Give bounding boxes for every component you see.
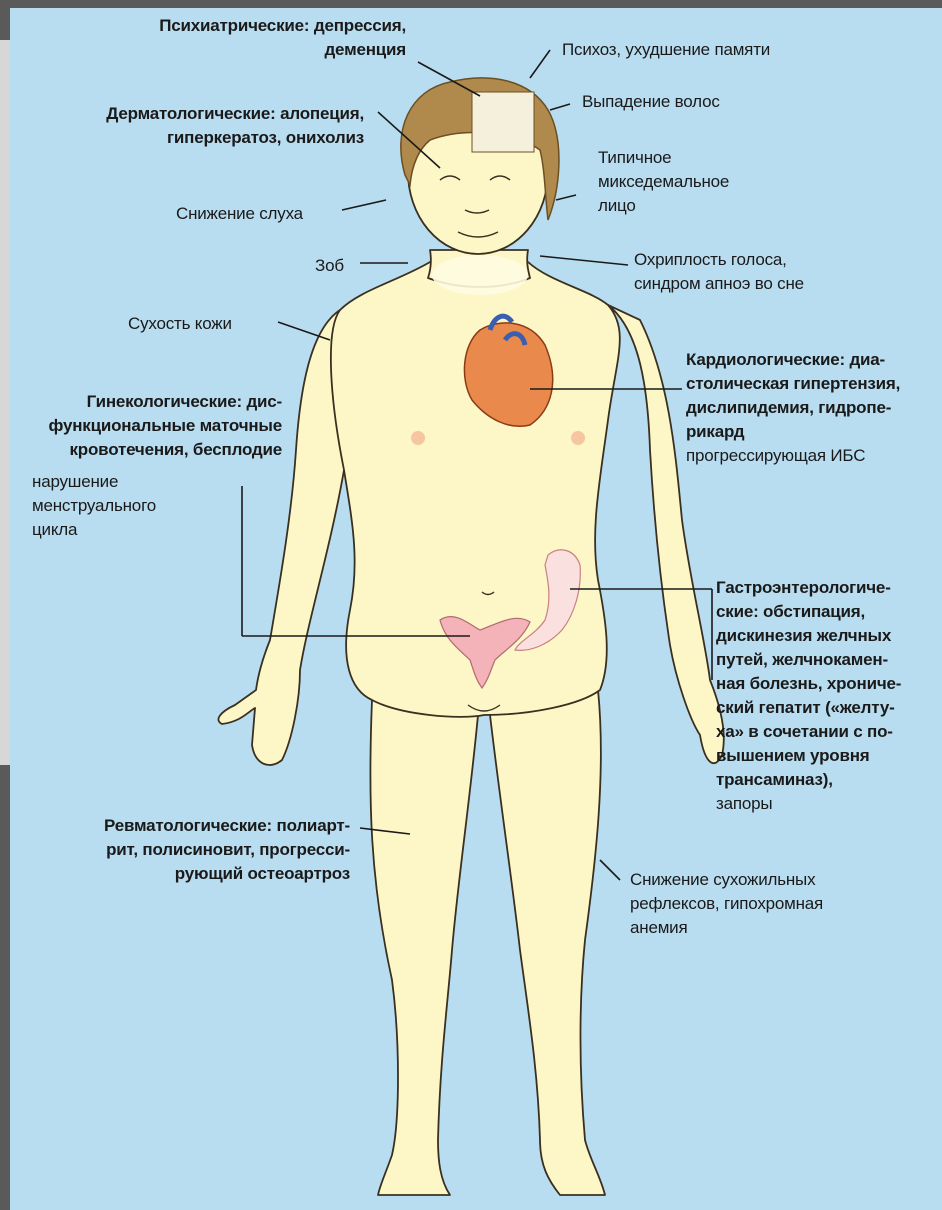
label-dry-skin: Сухость кожи xyxy=(128,312,232,336)
goiter-swelling xyxy=(432,255,528,295)
label-line: анемия xyxy=(630,916,823,940)
label-dermatological: Дерматологические: алопеция, гиперкерато… xyxy=(34,102,364,150)
label-line: нарушение xyxy=(32,470,156,494)
label-line: лицо xyxy=(598,194,729,218)
left-leg xyxy=(370,700,478,1195)
label-line: запоры xyxy=(716,792,901,816)
label-line: ский гепатит («желту- xyxy=(716,696,901,720)
label-line: дислипидемия, гидропе- xyxy=(686,396,900,420)
label-line: Ревматологические: полиарт- xyxy=(30,814,350,838)
label-line: столическая гипертензия, xyxy=(686,372,900,396)
label-line: Психиатрические: депрессия, xyxy=(96,14,406,38)
label-reflexes: Снижение сухожильных рефлексов, гипохром… xyxy=(630,868,823,940)
label-line: путей, желчнокамен- xyxy=(716,648,901,672)
label-goiter: Зоб xyxy=(315,254,344,278)
label-line: Кардиологические: диа- xyxy=(686,348,900,372)
label-line: дискинезия желчных xyxy=(716,624,901,648)
nipple-left xyxy=(411,431,425,445)
label-rheumatological: Ревматологические: полиарт- рит, полисин… xyxy=(30,814,350,886)
nipple-right xyxy=(571,431,585,445)
label-line: Гинекологические: дис- xyxy=(10,390,282,414)
label-psychiatric: Психиатрические: депрессия, деменция xyxy=(96,14,406,62)
label-line: Дерматологические: алопеция, xyxy=(34,102,364,126)
label-line: цикла xyxy=(32,518,156,542)
label-line: рефлексов, гипохромная xyxy=(630,892,823,916)
label-line: рующий остеоартроз xyxy=(30,862,350,886)
label-line: синдром апноэ во сне xyxy=(634,272,804,296)
label-line: вышением уровня xyxy=(716,744,901,768)
left-arm xyxy=(218,310,344,765)
label-hair-loss: Выпадение волос xyxy=(582,90,720,114)
brain-cutout xyxy=(472,92,534,152)
label-line: прогрессирующая ИБС xyxy=(686,444,900,468)
label-line: ная болезнь, хрониче- xyxy=(716,672,901,696)
label-line: Снижение сухожильных xyxy=(630,868,823,892)
right-leg xyxy=(490,690,605,1195)
label-hearing-loss: Снижение слуха xyxy=(176,202,303,226)
label-line: гиперкератоз, онихолиз xyxy=(34,126,364,150)
label-menstrual: нарушение менструального цикла xyxy=(32,470,156,542)
label-cardiological: Кардиологические: диа- столическая гипер… xyxy=(686,348,900,468)
label-line: Охриплость голоса, xyxy=(634,248,804,272)
label-line: ха» в сочетании с по- xyxy=(716,720,901,744)
label-line: микседемальное xyxy=(598,170,729,194)
label-line: ские: обстипация, xyxy=(716,600,901,624)
label-psychosis: Психоз, ухудшение памяти xyxy=(562,38,770,62)
label-gastro: Гастроэнтерологиче- ские: обстипация, ди… xyxy=(716,576,901,816)
label-line: Типичное xyxy=(598,146,729,170)
illustration-panel: Психиатрические: депрессия, деменция Пси… xyxy=(10,8,942,1210)
label-gynecological: Гинекологические: дис- функциональные ма… xyxy=(10,390,282,462)
label-line: деменция xyxy=(96,38,406,62)
label-line: трансаминаз), xyxy=(716,768,901,792)
label-line: Гастроэнтерологиче- xyxy=(716,576,901,600)
label-line: функциональные маточные xyxy=(10,414,282,438)
label-line: кровотечения, бесплодие xyxy=(10,438,282,462)
label-line: рикард xyxy=(686,420,900,444)
label-myxedema-face: Типичное микседемальное лицо xyxy=(598,146,729,218)
label-line: менструального xyxy=(32,494,156,518)
label-hoarseness: Охриплость голоса, синдром апноэ во сне xyxy=(634,248,804,296)
label-line: рит, полисиновит, прогресси- xyxy=(30,838,350,862)
